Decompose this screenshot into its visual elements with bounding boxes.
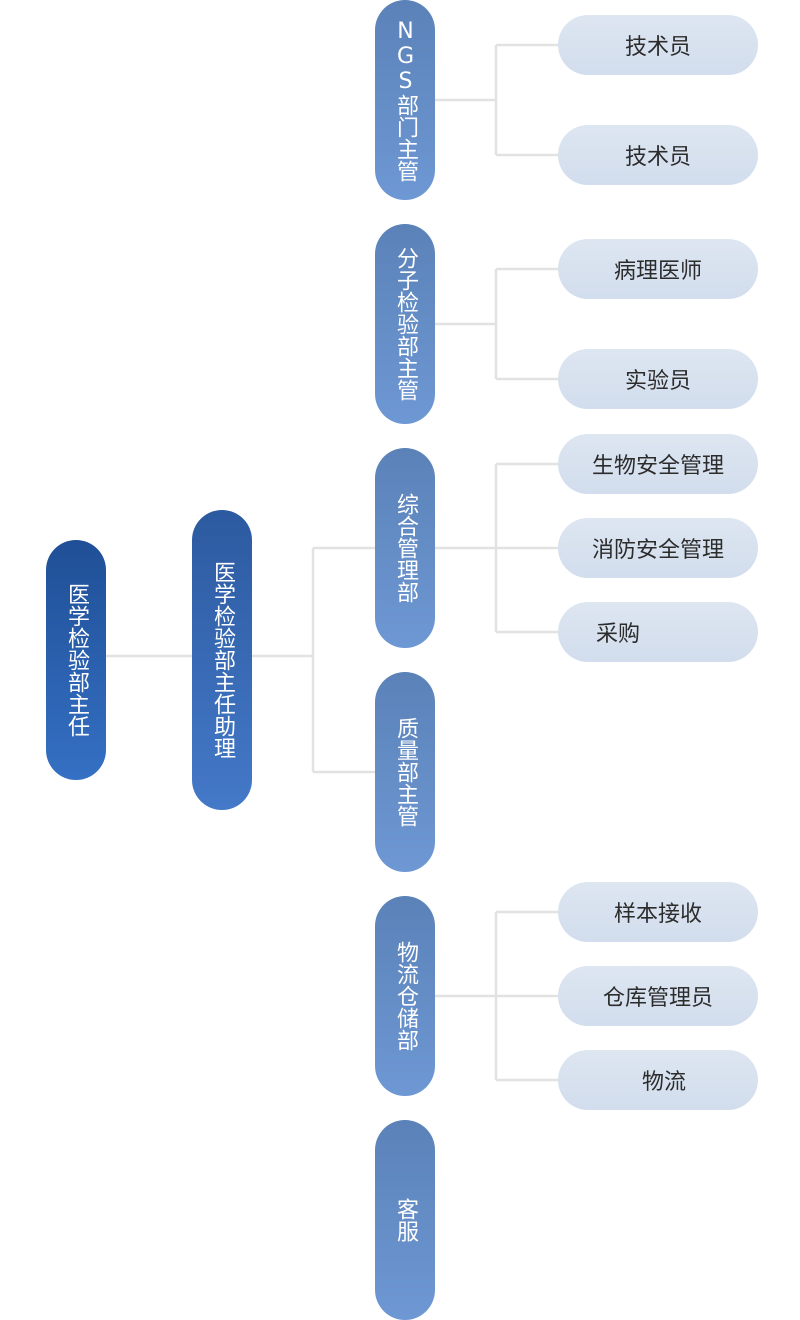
department-label: NGS部门主管	[393, 18, 418, 182]
department-label: 质量部主管	[393, 717, 418, 827]
role-node: 技术员	[558, 15, 758, 75]
role-node: 采购	[558, 602, 758, 662]
department-ngs: NGS部门主管	[375, 0, 435, 200]
department-label: 分子检验部主管	[393, 247, 418, 401]
role-label: 样本接收	[613, 902, 702, 927]
role-node: 技术员	[558, 125, 758, 185]
role-node: 仓库管理员	[558, 966, 758, 1026]
department-label: 物流仓储部	[393, 941, 418, 1051]
department-customer-service: 客服	[375, 1120, 435, 1320]
department-label: 综合管理部	[393, 493, 418, 603]
department-admin: 综合管理部	[375, 448, 435, 648]
role-label: 物流	[641, 1070, 686, 1095]
department-label: 客服	[393, 1198, 418, 1242]
role-node: 消防安全管理	[558, 518, 758, 578]
role-label: 实验员	[624, 369, 691, 394]
role-node: 生物安全管理	[558, 434, 758, 494]
role-label: 消防安全管理	[591, 538, 724, 563]
role-label: 采购	[595, 622, 640, 647]
role-label: 仓库管理员	[602, 986, 713, 1011]
role-label: 技术员	[624, 145, 691, 170]
department-logistics: 物流仓储部	[375, 896, 435, 1096]
department-quality: 质量部主管	[375, 672, 435, 872]
role-node: 实验员	[558, 349, 758, 409]
role-label: 生物安全管理	[591, 454, 724, 479]
assistant-node: 医学检验部主任助理	[192, 510, 252, 810]
role-label: 病理医师	[613, 259, 702, 284]
role-node: 样本接收	[558, 882, 758, 942]
role-label: 技术员	[624, 35, 691, 60]
root-label: 医学检验部主任	[64, 583, 89, 737]
role-node: 物流	[558, 1050, 758, 1110]
role-node: 病理医师	[558, 239, 758, 299]
department-molecular: 分子检验部主管	[375, 224, 435, 424]
root-node: 医学检验部主任	[46, 540, 106, 780]
assistant-label: 医学检验部主任助理	[210, 561, 235, 759]
